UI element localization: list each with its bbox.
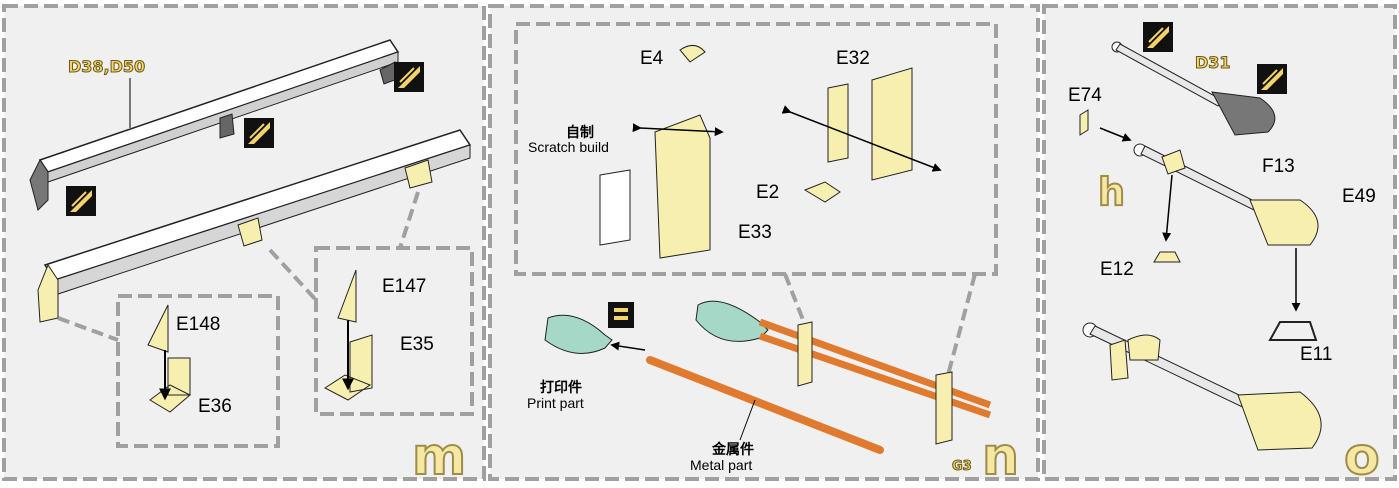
callout-e2: E2 — [756, 182, 779, 203]
cut-mark-icon — [65, 185, 97, 217]
step-letter-o: o — [1344, 427, 1380, 483]
callout-e35: E35 — [400, 334, 434, 355]
scratch-build-en: Scratch build — [528, 139, 609, 155]
cut-mark-icon — [243, 117, 275, 149]
callout-f13: F13 — [1262, 156, 1295, 177]
ref-code-g3: G3 — [952, 459, 972, 474]
callout-e32: E32 — [836, 48, 870, 69]
cut-mark-icon — [1256, 63, 1288, 95]
metal-part-cn: 金属件 — [711, 441, 754, 457]
callout-e12: E12 — [1100, 259, 1134, 280]
cut-mark-icon — [1142, 21, 1174, 53]
shovel-d31 — [1111, 41, 1276, 136]
shovel-f13 — [1133, 143, 1319, 246]
callout-e148: E148 — [176, 314, 220, 335]
callout-e74: E74 — [1068, 85, 1102, 106]
panel-o: D31 E74 F13 E49 h E12 E11 o — [1042, 4, 1397, 488]
callout-box-e148-e36: E148 E36 — [57, 294, 280, 448]
callout-e11: E11 — [1300, 344, 1332, 365]
metal-rod — [646, 356, 884, 454]
cut-mark-icon — [393, 61, 425, 93]
part-label-d38-d50: D38,D50 — [68, 57, 145, 76]
step-letter-h: h — [1098, 170, 1125, 214]
callout-e33: E33 — [738, 222, 772, 243]
callout-e147: E147 — [382, 276, 426, 297]
assembled-tool — [695, 300, 992, 445]
print-part-cn: 打印件 — [540, 379, 582, 395]
part-label-d31: D31 — [1195, 53, 1231, 72]
bracket-e32: E32 E2 — [756, 48, 942, 203]
callout-box-e147-e35: E147 E35 — [268, 191, 474, 416]
print-part — [544, 302, 646, 354]
print-part-icon — [608, 302, 634, 328]
shovel-assembled — [1082, 322, 1322, 451]
callout-e49: E49 — [1342, 186, 1376, 207]
panel-n: E4 E33 自制 Scratch build E32 E2 打印件 Print… — [488, 4, 1040, 488]
rail-lower — [37, 129, 472, 323]
metal-part-en: Metal part — [690, 457, 752, 473]
step-letter-n: n — [982, 427, 1019, 483]
scratch-build-cn: 自制 — [566, 124, 594, 140]
step-letter-m: m — [412, 427, 466, 483]
bracket-e33: E4 E33 — [599, 45, 772, 259]
print-part-en: Print part — [527, 395, 584, 411]
callout-e4: E4 — [640, 48, 664, 69]
callout-e36: E36 — [198, 396, 232, 417]
panel-m: D38,D50 E148 E36 E147 E35 m — [2, 4, 486, 488]
